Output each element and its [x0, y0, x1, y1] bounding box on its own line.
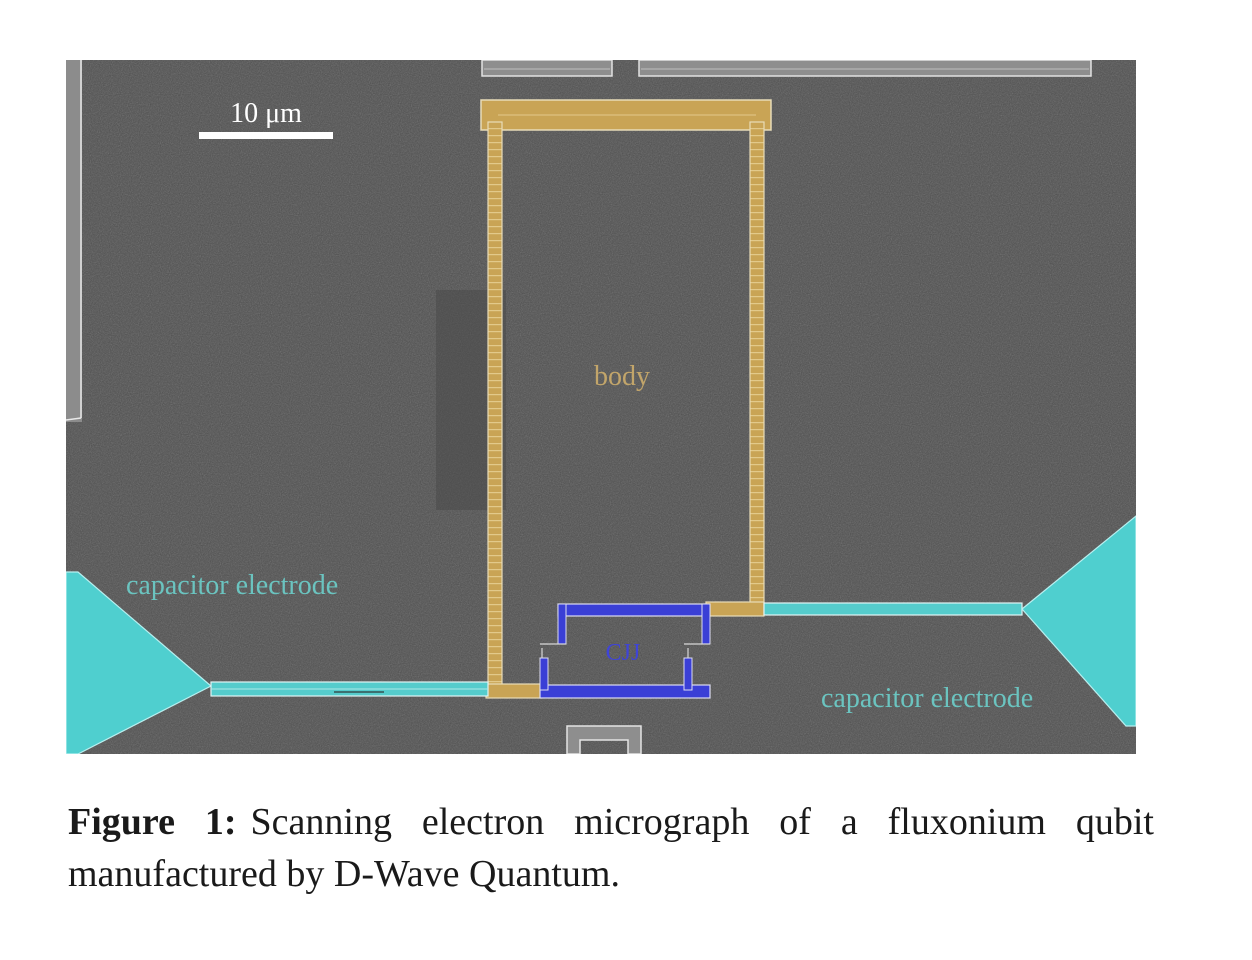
figure-label: Figure 1: — [68, 801, 237, 843]
cjj-label: CJJ — [606, 640, 641, 666]
caption-text-2: manufactured by D-Wave Quantum. — [68, 853, 620, 895]
cjj-loop: CJJ — [539, 603, 711, 699]
substrate-background — [66, 60, 1136, 754]
body-label: body — [594, 361, 650, 392]
capacitor-electrode-right-label: capacitor electrode — [821, 683, 1033, 714]
capacitor-electrode-right: capacitor electrode — [763, 515, 1136, 727]
caption-line-1: Figure 1: Scanning electron micrograph of… — [68, 796, 1154, 848]
scale-bar-label: 10 μm — [230, 98, 302, 129]
scale-bar-line — [199, 132, 333, 139]
micrograph-image: 10 μm body — [66, 60, 1136, 754]
capacitor-electrode-left-label: capacitor electrode — [126, 570, 338, 601]
scale-bar: 10 μm — [199, 98, 333, 139]
caption-text-1: Scanning electron micrograph of a fluxon… — [250, 801, 1154, 843]
bottom-metal-pad — [566, 725, 642, 754]
capacitor-electrode-left: capacitor electrode — [66, 570, 489, 754]
body-loop: body — [480, 99, 772, 699]
top-metal-pads — [481, 60, 1092, 77]
figure-caption: Figure 1: Scanning electron micrograph of… — [68, 796, 1154, 900]
sem-micrograph-figure: 10 μm body — [66, 60, 1136, 754]
left-metal-strip — [66, 60, 82, 422]
